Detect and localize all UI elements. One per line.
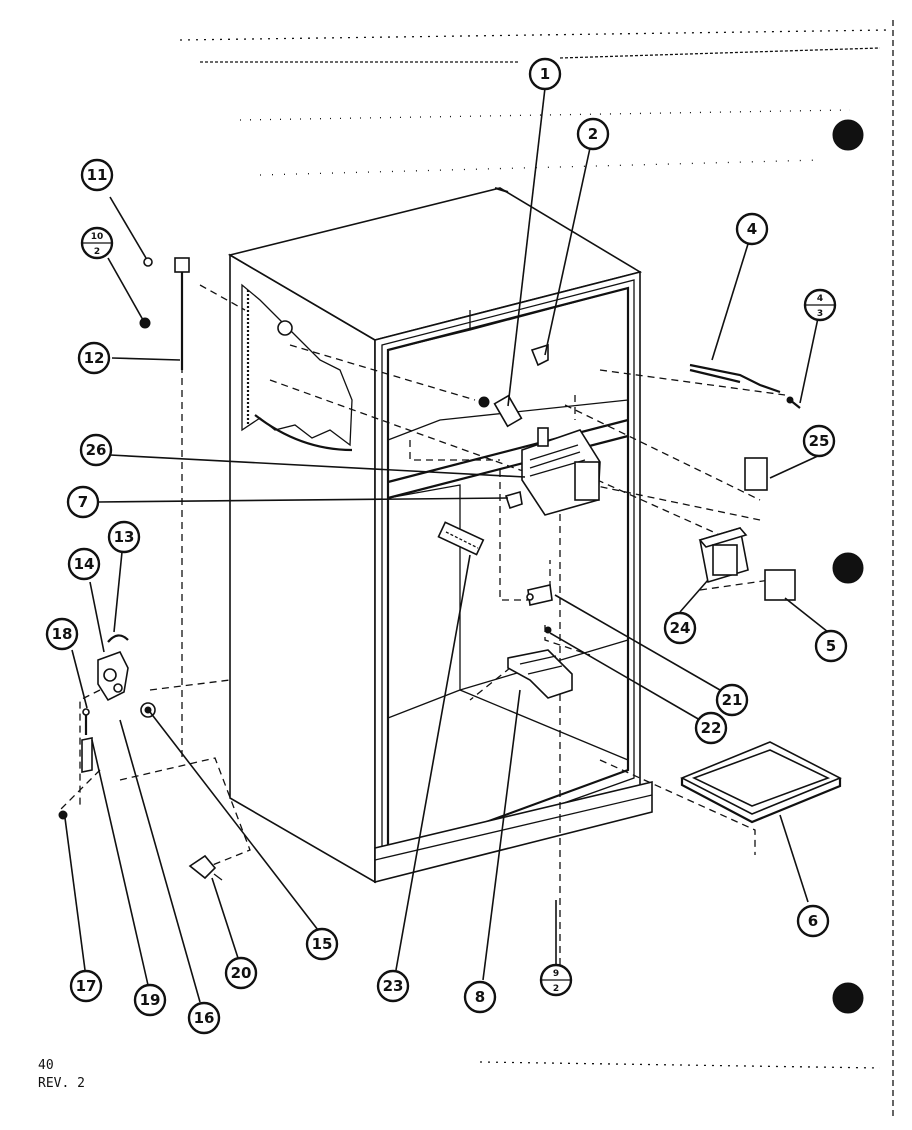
svg-text:2: 2	[94, 247, 100, 257]
part-1-clip	[493, 394, 523, 428]
svg-text:15: 15	[312, 935, 333, 953]
refrigerator-cabinet	[227, 187, 653, 884]
revision-label: REV. 2	[38, 1076, 85, 1091]
svg-text:20: 20	[231, 964, 252, 982]
part-23-strip	[437, 521, 485, 556]
callout-11: 11	[80, 158, 114, 192]
callout-17: 17	[69, 969, 103, 1003]
part-2-bracket	[530, 343, 549, 367]
svg-text:4: 4	[817, 294, 823, 304]
callout-26: 26	[79, 433, 113, 467]
callout-6: 6	[796, 904, 830, 938]
callout-12: 12	[77, 341, 111, 375]
callout-18: 18	[45, 617, 79, 651]
callout-13: 13	[107, 520, 141, 554]
callout-4-over-3: 4 3	[803, 288, 837, 322]
callout-22: 22	[694, 711, 728, 745]
svg-text:25: 25	[809, 432, 830, 450]
punch-hole-middle	[832, 552, 864, 584]
callout-15: 15	[305, 927, 339, 961]
svg-text:6: 6	[808, 912, 818, 930]
punch-hole-bottom	[832, 982, 864, 1014]
svg-text:13: 13	[114, 528, 135, 546]
callout-21: 21	[715, 683, 749, 717]
svg-text:23: 23	[383, 977, 404, 995]
page-number: 40	[38, 1058, 54, 1073]
callout-25: 25	[802, 424, 836, 458]
callout-5: 5	[814, 629, 848, 663]
svg-text:5: 5	[826, 637, 836, 655]
svg-text:3: 3	[817, 309, 823, 319]
parts	[58, 186, 842, 881]
svg-text:24: 24	[670, 619, 691, 637]
svg-text:9: 9	[553, 969, 559, 979]
callout-10-over-2: 10 2	[80, 226, 114, 260]
scan-noise	[179, 20, 894, 1120]
svg-text:1: 1	[540, 65, 550, 83]
svg-text:2: 2	[553, 984, 559, 994]
part-8-bracket	[507, 649, 573, 699]
svg-text:21: 21	[722, 691, 743, 709]
svg-text:8: 8	[475, 988, 485, 1006]
svg-text:16: 16	[194, 1009, 215, 1027]
part-20-bracket	[188, 854, 217, 880]
callout-24: 24	[663, 611, 697, 645]
callout-20: 20	[224, 956, 258, 990]
callout-19: 19	[133, 983, 167, 1017]
callout-1: 1	[528, 57, 562, 91]
callout-16: 16	[187, 1001, 221, 1035]
part-4-rod	[689, 363, 781, 394]
callout-14: 14	[67, 547, 101, 581]
svg-text:19: 19	[140, 991, 161, 1009]
svg-text:11: 11	[87, 166, 108, 184]
punch-hole-top	[832, 119, 864, 151]
svg-text:22: 22	[701, 719, 722, 737]
svg-text:12: 12	[84, 349, 105, 367]
svg-text:2: 2	[588, 125, 598, 143]
svg-text:4: 4	[747, 220, 757, 238]
svg-text:26: 26	[86, 441, 107, 459]
callout-9-over-2: 9 2	[539, 963, 573, 997]
callout-23: 23	[376, 969, 410, 1003]
leader-lines	[64, 87, 829, 1003]
callout-8: 8	[463, 980, 497, 1014]
callout-2: 2	[576, 117, 610, 151]
svg-text:18: 18	[52, 625, 73, 643]
part-5-plate	[764, 569, 796, 601]
svg-text:10: 10	[91, 232, 104, 242]
part-25-label	[744, 457, 768, 491]
callout-4: 4	[735, 212, 769, 246]
assembly-dashed-lines	[59, 270, 786, 980]
svg-text:17: 17	[76, 977, 97, 995]
svg-text:7: 7	[78, 493, 88, 511]
callout-7: 7	[66, 485, 100, 519]
callouts: 1 2 4 25 26 7 24 5 21 22 6 11 12 13 14 1…	[45, 57, 848, 1035]
svg-text:14: 14	[74, 555, 95, 573]
part-7-clip	[504, 490, 523, 510]
